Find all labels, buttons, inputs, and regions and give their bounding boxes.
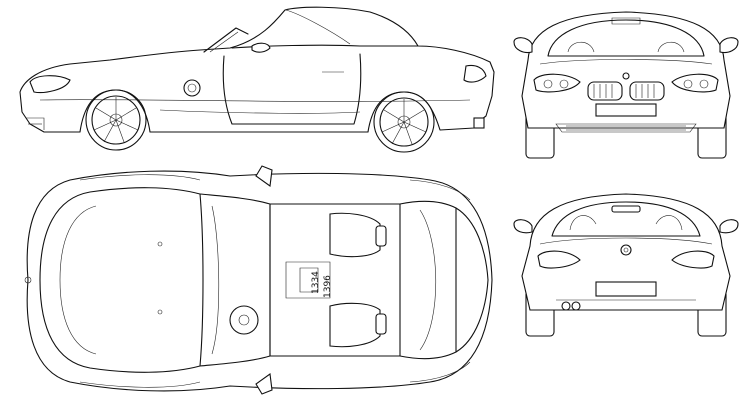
rear-view bbox=[513, 193, 739, 337]
dimension-label-1334: 1334 bbox=[311, 271, 321, 294]
front-view bbox=[513, 11, 739, 159]
dimension-label-1396: 1396 bbox=[323, 275, 333, 298]
top-view: 1334 1396 bbox=[24, 165, 493, 395]
side-view bbox=[19, 6, 495, 153]
